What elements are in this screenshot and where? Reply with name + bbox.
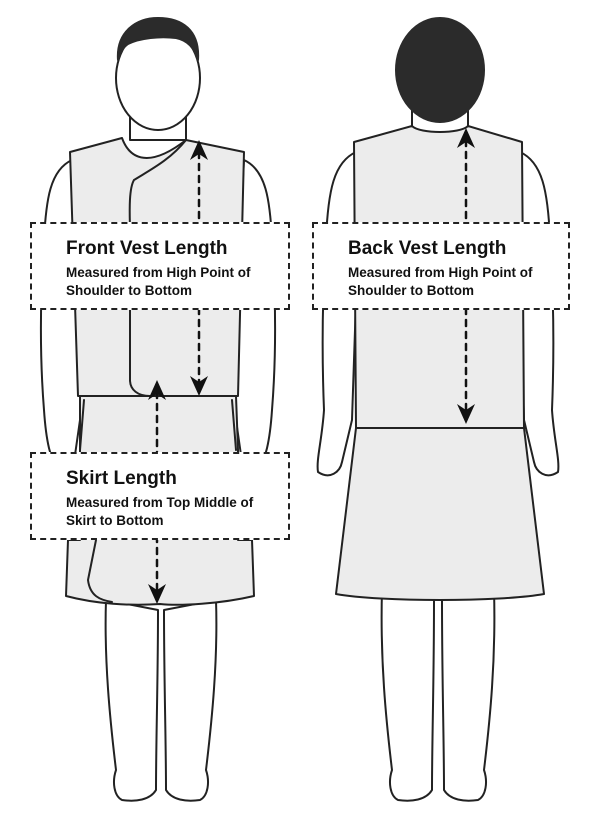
front-hair — [116, 17, 200, 61]
skirt-length-desc-line2: Skirt to Bottom — [66, 513, 164, 528]
skirt-length-label: Skirt Length Measured from Top Middle of… — [30, 452, 290, 540]
back-right-leg — [441, 589, 496, 802]
back-vest-arrowhead-up — [457, 128, 475, 148]
front-left-leg — [104, 599, 159, 802]
front-vest-length-desc-line1: Measured from High Point of — [66, 265, 251, 280]
skirt-arrowhead-up — [148, 380, 166, 400]
back-vest-length-label: Back Vest Length Measured from High Poin… — [312, 222, 570, 310]
front-vest-length-label: Front Vest Length Measured from High Poi… — [30, 222, 290, 310]
back-vest-length-desc-line1: Measured from High Point of — [348, 265, 533, 280]
skirt-arrowhead-down — [148, 584, 166, 604]
back-left-arm — [316, 151, 357, 477]
front-vest-arrowhead-up — [190, 140, 208, 160]
front-skirt-wrap — [87, 539, 113, 603]
front-vest-length-desc-line2: Shoulder to Bottom — [66, 283, 192, 298]
back-vest-length-desc-line2: Shoulder to Bottom — [348, 283, 474, 298]
arrowheads — [148, 128, 475, 604]
skirt-length-desc-line1: Measured from Top Middle of — [66, 495, 254, 510]
front-vest-opening — [128, 139, 187, 231]
front-right-leg — [163, 599, 218, 802]
front-skirt-side — [79, 399, 237, 451]
front-vest-arrowhead-down — [190, 376, 208, 396]
back-skirt — [335, 427, 545, 601]
back-right-arm — [519, 151, 560, 477]
back-left-leg — [380, 589, 435, 802]
front-vest-length-title: Front Vest Length — [66, 238, 228, 259]
back-vest-arrowhead-down — [457, 404, 475, 424]
back-figure — [316, 17, 560, 802]
back-vest-length-title: Back Vest Length — [348, 238, 507, 259]
back-head — [395, 17, 485, 123]
skirt-length-title: Skirt Length — [66, 468, 177, 489]
